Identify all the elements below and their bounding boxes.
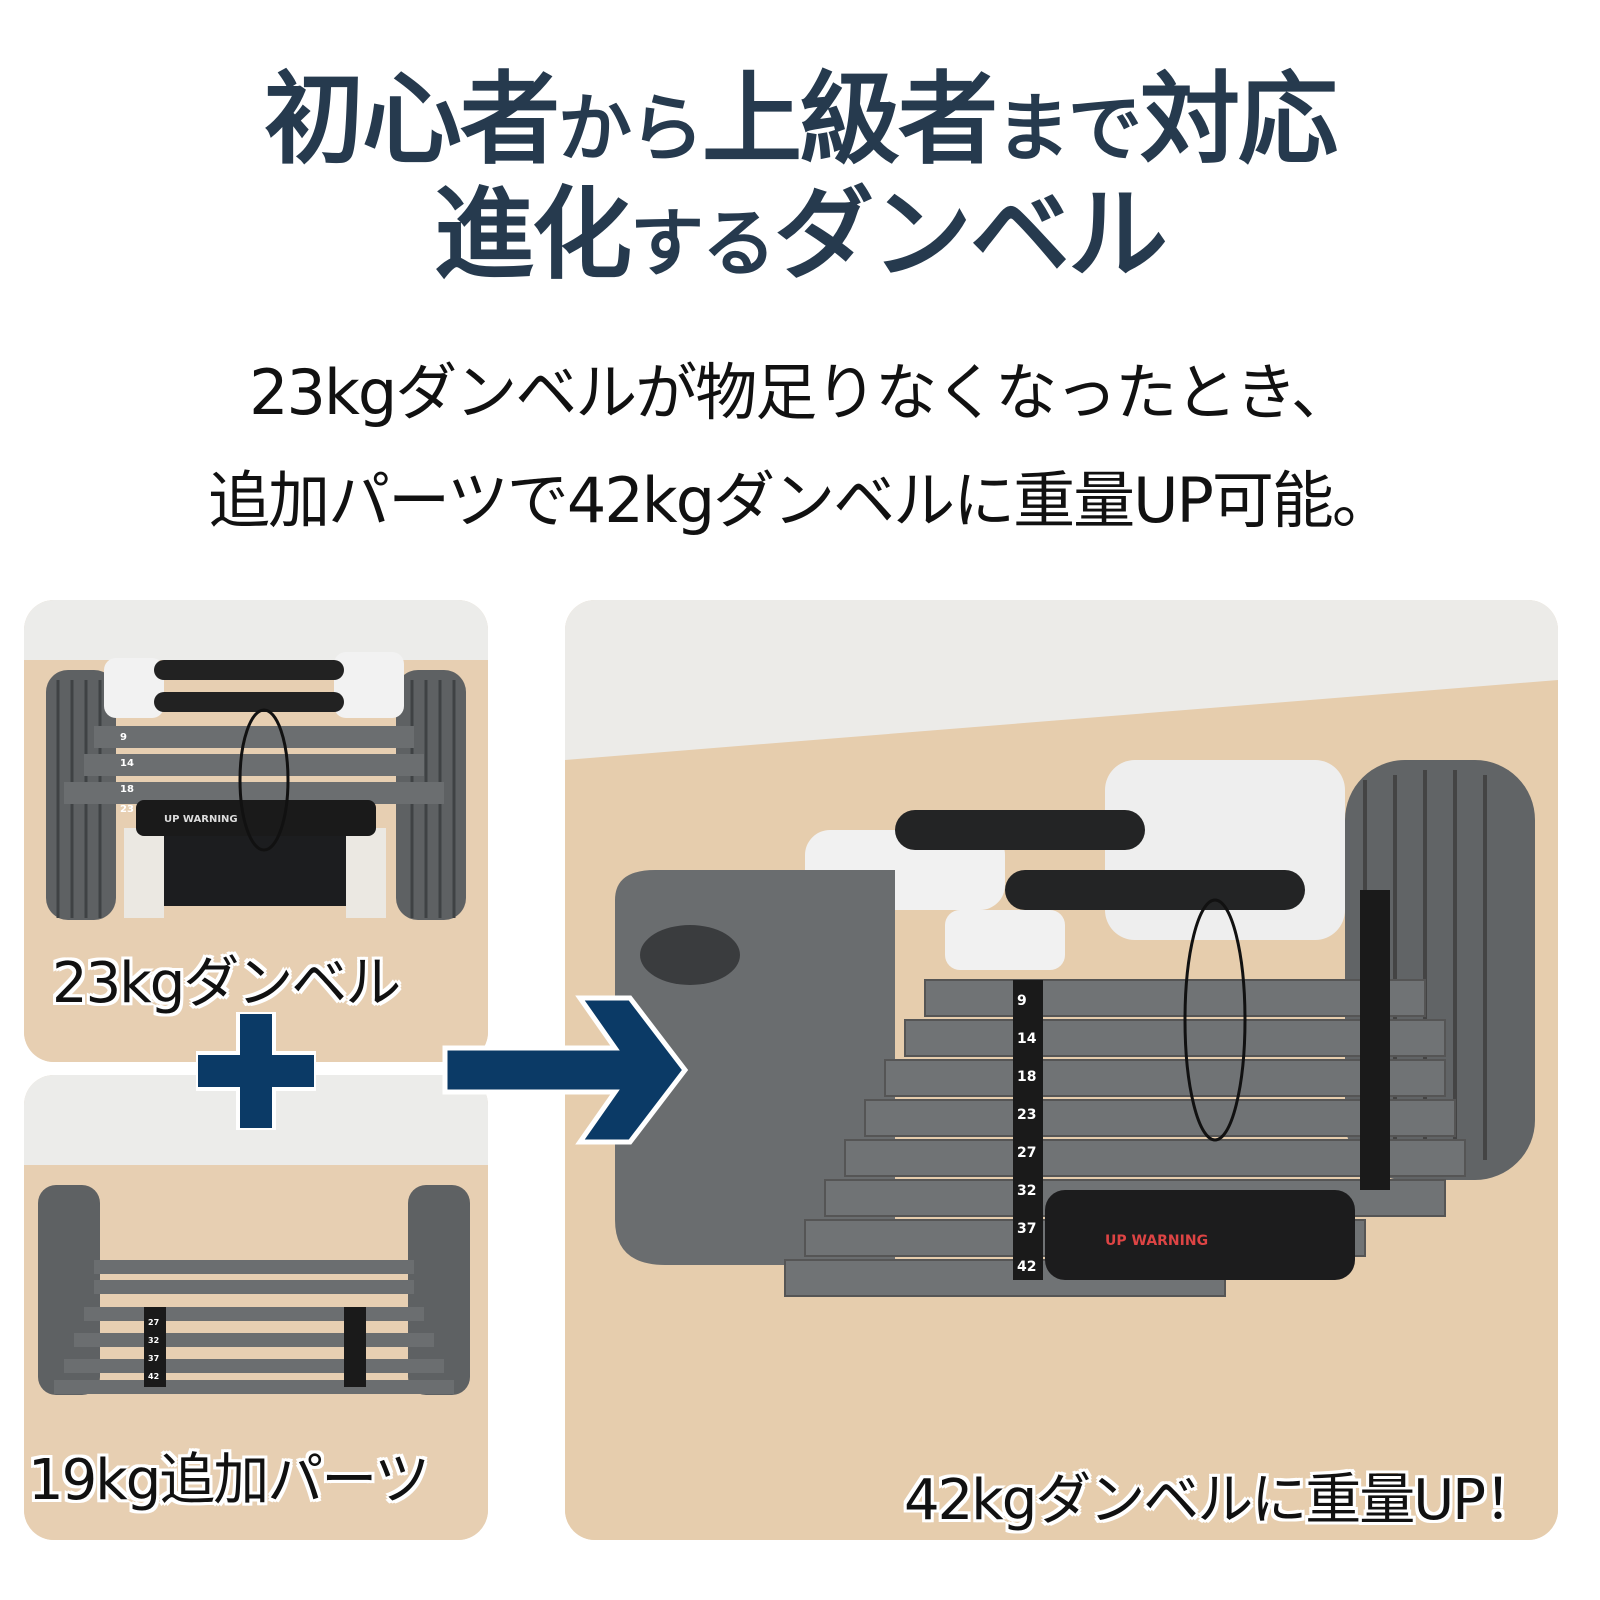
weight-label: 9 <box>120 732 127 743</box>
weight-label: 18 <box>1017 1069 1036 1085</box>
subheadline-line-1: 23kgダンベルが物足りなくなったとき、 <box>249 356 1353 429</box>
weight-label: 37 <box>148 1354 159 1363</box>
weight-label: 9 <box>1017 993 1027 1009</box>
base-dumbbell-illustration: UP WARNING 9 14 18 23 <box>24 600 488 1062</box>
addon-parts-illustration: 27 32 37 42 <box>24 1075 488 1540</box>
headline-part: から <box>558 86 704 172</box>
weight-label: 27 <box>1017 1145 1036 1161</box>
weight-label: 14 <box>1017 1031 1037 1047</box>
weight-label: 42 <box>148 1372 159 1381</box>
warning-label: UP WARNING <box>164 814 238 825</box>
headline-part: まで <box>996 86 1142 172</box>
headline-line-1: 初心者から上級者まで対応 <box>0 70 1600 170</box>
subheadline-line-2: 追加パーツで42kgダンベルに重量UP可能。 <box>208 464 1394 537</box>
base-dumbbell-photo: UP WARNING 9 14 18 23 23kgダンベル <box>24 600 488 1062</box>
weight-label: 23 <box>120 804 134 815</box>
headline-line-2: 進化するダンベル <box>0 185 1600 285</box>
warning-label: UP WARNING <box>1105 1233 1208 1249</box>
result-caption: 42kgダンベルに重量UP！ <box>904 1468 1540 1533</box>
weight-label: 23 <box>1017 1107 1036 1123</box>
arrow-right-icon <box>442 995 689 1145</box>
weight-label: 37 <box>1017 1221 1036 1237</box>
weight-label: 14 <box>120 758 134 769</box>
upgraded-dumbbell-illustration: UP WARNING 9 14 18 23 27 32 37 42 <box>565 600 1558 1540</box>
headline-part: 上級者 <box>702 61 998 178</box>
weight-label: 32 <box>148 1336 159 1345</box>
weight-label: 27 <box>148 1318 159 1327</box>
headline-part: ダンベル <box>774 176 1168 293</box>
upgraded-dumbbell-photo: UP WARNING 9 14 18 23 27 32 37 42 42kgダン… <box>565 600 1558 1540</box>
weight-label: 18 <box>120 784 134 795</box>
headline-part: する <box>630 201 776 287</box>
base-caption: 23kgダンベル <box>52 951 401 1016</box>
weight-label: 32 <box>1017 1183 1036 1199</box>
plus-icon <box>196 1012 316 1130</box>
headline-part: 初心者 <box>264 61 560 178</box>
addon-parts-photo: 27 32 37 42 19kg追加パーツ <box>24 1075 488 1540</box>
weight-label: 42 <box>1017 1259 1036 1275</box>
headline-part: 対応 <box>1140 61 1338 178</box>
headline-part: 進化 <box>434 176 632 293</box>
addon-caption: 19kg追加パーツ <box>28 1448 430 1513</box>
